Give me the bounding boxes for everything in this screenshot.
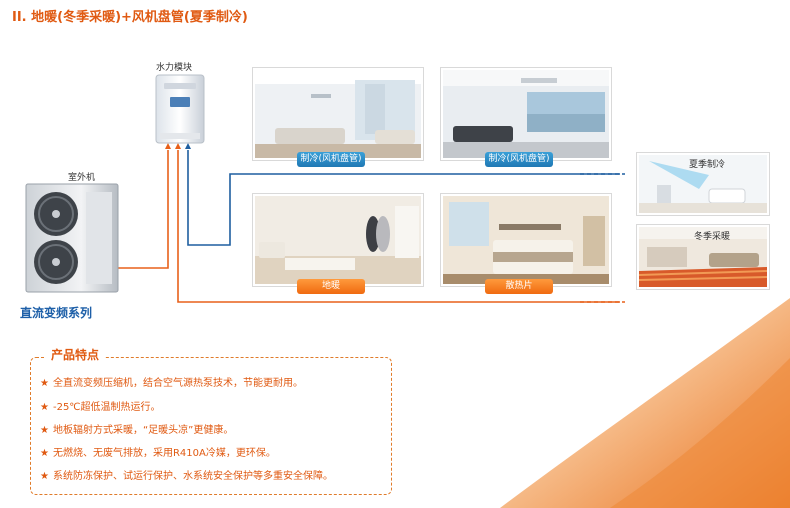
series-name: 直流变频系列 bbox=[20, 306, 93, 320]
radiator-label: 散热片 bbox=[485, 279, 553, 294]
star-icon: ★ bbox=[40, 448, 49, 459]
page-title: II. 地暖(冬季采暖)+风机盘管(夏季制冷) bbox=[12, 10, 248, 25]
hydro-module-label: 水力模块 bbox=[156, 63, 193, 73]
feature-item: ★地板辐射方式采暖，“足暖头凉”更健康。 bbox=[40, 425, 234, 436]
feature-item: ★无燃烧、无废气排放，采用R410A冷媒，更环保。 bbox=[40, 448, 276, 459]
winter-heating-photo bbox=[637, 225, 769, 289]
cooling-label-2: 制冷(风机盘管) bbox=[485, 152, 553, 167]
star-icon: ★ bbox=[40, 402, 49, 413]
star-icon: ★ bbox=[40, 425, 49, 436]
outdoor-unit-image bbox=[25, 183, 119, 293]
living-room-image bbox=[255, 70, 421, 158]
star-icon: ★ bbox=[40, 471, 49, 482]
hydro-module-image bbox=[155, 74, 205, 144]
room-photo-cooling-2 bbox=[441, 68, 611, 160]
room-photo-floor-heating bbox=[253, 194, 423, 286]
room-photo-radiator bbox=[441, 194, 611, 286]
feature-item: ★系统防冻保护、试运行保护、水系统安全保护等多重安全保障。 bbox=[40, 471, 333, 482]
dancing-couple-room-image bbox=[255, 196, 421, 284]
bedroom-image bbox=[443, 196, 609, 284]
summer-room-image bbox=[639, 155, 767, 213]
feature-item: ★全直流变频压缩机，结合空气源热泵技术，节能更耐用。 bbox=[40, 378, 303, 389]
star-icon: ★ bbox=[40, 378, 49, 389]
summer-cooling-photo bbox=[637, 153, 769, 215]
feature-item: ★-25℃超低温制热运行。 bbox=[40, 402, 161, 413]
modern-living-room-image bbox=[443, 70, 609, 158]
room-photo-cooling-1 bbox=[253, 68, 423, 160]
floor-heating-label: 地暖 bbox=[297, 279, 365, 294]
features-box bbox=[30, 357, 392, 495]
summer-label: 夏季制冷 bbox=[689, 160, 726, 170]
winter-label: 冬季采暖 bbox=[694, 232, 731, 242]
outdoor-unit-label: 室外机 bbox=[68, 173, 96, 183]
winter-room-image bbox=[639, 227, 767, 287]
features-title: 产品特点 bbox=[46, 346, 105, 363]
corner-decoration bbox=[500, 298, 790, 508]
orange-pipe-main bbox=[177, 150, 620, 303]
cooling-label-1: 制冷(风机盘管) bbox=[297, 152, 365, 167]
blue-pipe-main bbox=[187, 150, 620, 246]
outdoor-link-pipe bbox=[118, 150, 169, 269]
